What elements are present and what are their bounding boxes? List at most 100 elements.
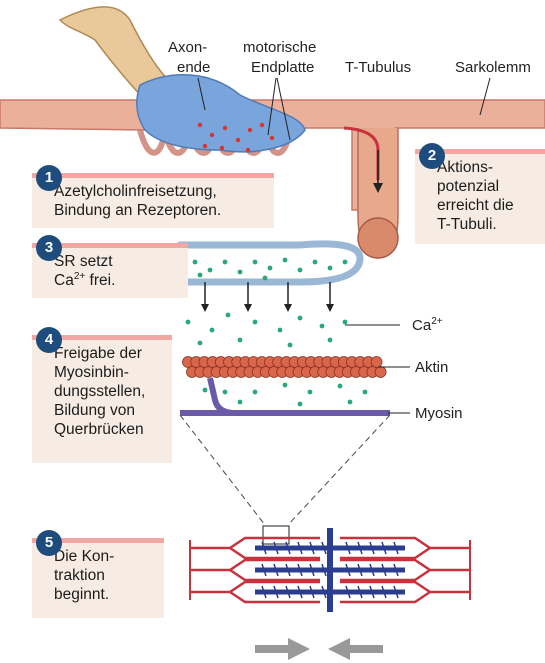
ach-dot [222, 125, 228, 131]
sarcomere [189, 528, 471, 612]
myosin-head [369, 585, 375, 599]
myosin-head [357, 541, 363, 555]
ach-dot [245, 147, 251, 153]
myosin-head [285, 541, 291, 555]
arrow-left-icon [328, 638, 383, 660]
myosin-label: Myosin [415, 405, 463, 422]
myosin-head [285, 585, 291, 599]
myosin-head [273, 563, 279, 577]
myosin-head [357, 585, 363, 599]
calcium-ion-dot [282, 257, 288, 263]
thin-filament-right [340, 536, 470, 560]
calcium-ion-dot [209, 327, 215, 333]
myosin-head [393, 541, 399, 555]
step-1-text: Azetylcholinfreisetzung, Bindung an Reze… [54, 183, 222, 219]
myosin-head [393, 563, 399, 577]
calcium-ion-dot [327, 265, 333, 271]
step-2-badge: 2 [419, 143, 445, 169]
axon-end-label-line2: ende [177, 59, 210, 76]
calcium-ions [185, 257, 368, 407]
calcium-ion-dot [197, 340, 203, 346]
release-arrow-head [201, 304, 209, 312]
step-5-box: Die Kon- traktion beginnt. [32, 538, 164, 618]
myosin-head [369, 541, 375, 555]
calcium-ion-dot [185, 319, 191, 325]
contraction-arrows [255, 638, 383, 660]
myosin-head [261, 541, 267, 555]
calcium-ion-dot [197, 272, 203, 278]
myosin-head [345, 563, 351, 577]
zoom-lines [179, 414, 391, 545]
myosin-head [261, 585, 267, 599]
axon-terminal [135, 74, 306, 153]
myosin-head [381, 541, 387, 555]
step-4-badge: 4 [36, 327, 62, 353]
calcium-ion-dot [297, 267, 303, 273]
ach-dot [219, 145, 225, 151]
axon-end-label-line1: Axon- [168, 39, 207, 56]
calcium-ion-dot [287, 342, 293, 348]
myosin-head [297, 563, 303, 577]
calcium-ion-dot [252, 389, 258, 395]
actin-bead [370, 356, 383, 368]
calcium-ion-dot [267, 265, 273, 271]
endplate-label-line2: Endplatte [251, 59, 314, 76]
myosin-head [297, 541, 303, 555]
myosin-head [345, 541, 351, 555]
calcium-ion-dot [222, 389, 228, 395]
calcium-ion-dot [297, 401, 303, 407]
calcium-ion-dot [337, 383, 343, 389]
calcium-ion-dot [277, 327, 283, 333]
calcium-ion-dot [327, 337, 333, 343]
thin-filament-left [190, 558, 320, 582]
calcium-ion-dot [262, 275, 268, 281]
calcium-ion-dot [342, 319, 348, 325]
myosin-head [297, 585, 303, 599]
calcium-ion-dot [252, 319, 258, 325]
sarcoplasmic-reticulum [176, 240, 364, 286]
ach-dot [259, 122, 265, 128]
calcium-ion-dot [237, 399, 243, 405]
calcium-ion-dot [207, 267, 213, 273]
release-arrow-head [326, 304, 334, 312]
aktin-label: Aktin [415, 359, 448, 376]
thin-filament-right [340, 558, 470, 582]
myosin-head [309, 563, 315, 577]
myosin-filament [180, 377, 390, 416]
calcium-ion-dot [319, 323, 325, 329]
sarkolemm-label: Sarkolemm [455, 59, 531, 76]
t-tubulus [343, 126, 399, 259]
step-1-badge: 1 [36, 165, 62, 191]
myosin-head [345, 585, 351, 599]
ach-dot [197, 122, 203, 128]
step-1-box: Azetylcholinfreisetzung, Bindung an Reze… [32, 173, 274, 228]
calcium-ion-dot [252, 259, 258, 265]
myosin-head [273, 585, 279, 599]
ach-dot [247, 127, 253, 133]
release-arrow-head [284, 304, 292, 312]
myosin-head [285, 563, 291, 577]
myosin-head [357, 563, 363, 577]
ach-dot [202, 143, 208, 149]
calcium-ion-dot [282, 382, 288, 388]
step-3-badge: 3 [36, 235, 62, 261]
myosin-head [369, 563, 375, 577]
arrow-right-icon [255, 638, 310, 660]
acetylcholine-vesicles [197, 122, 275, 153]
calcium-label: Ca2+ [412, 316, 443, 334]
release-arrow-head [244, 304, 252, 312]
ach-dot [235, 137, 241, 143]
step-4-text: Freigabe der Myosinbin- dungsstellen, Bi… [54, 345, 146, 438]
myosin-head [309, 541, 315, 555]
calcium-ion-dot [192, 259, 198, 265]
calcium-ion-dot [307, 389, 313, 395]
calcium-ion-dot [237, 269, 243, 275]
actin-filament [182, 356, 387, 378]
calcium-ion-dot [347, 399, 353, 405]
myosin-head [381, 563, 387, 577]
calcium-ion-dot [237, 337, 243, 343]
thin-filament-right [340, 580, 470, 604]
thin-filament-left [190, 536, 320, 560]
myosin-head [261, 563, 267, 577]
